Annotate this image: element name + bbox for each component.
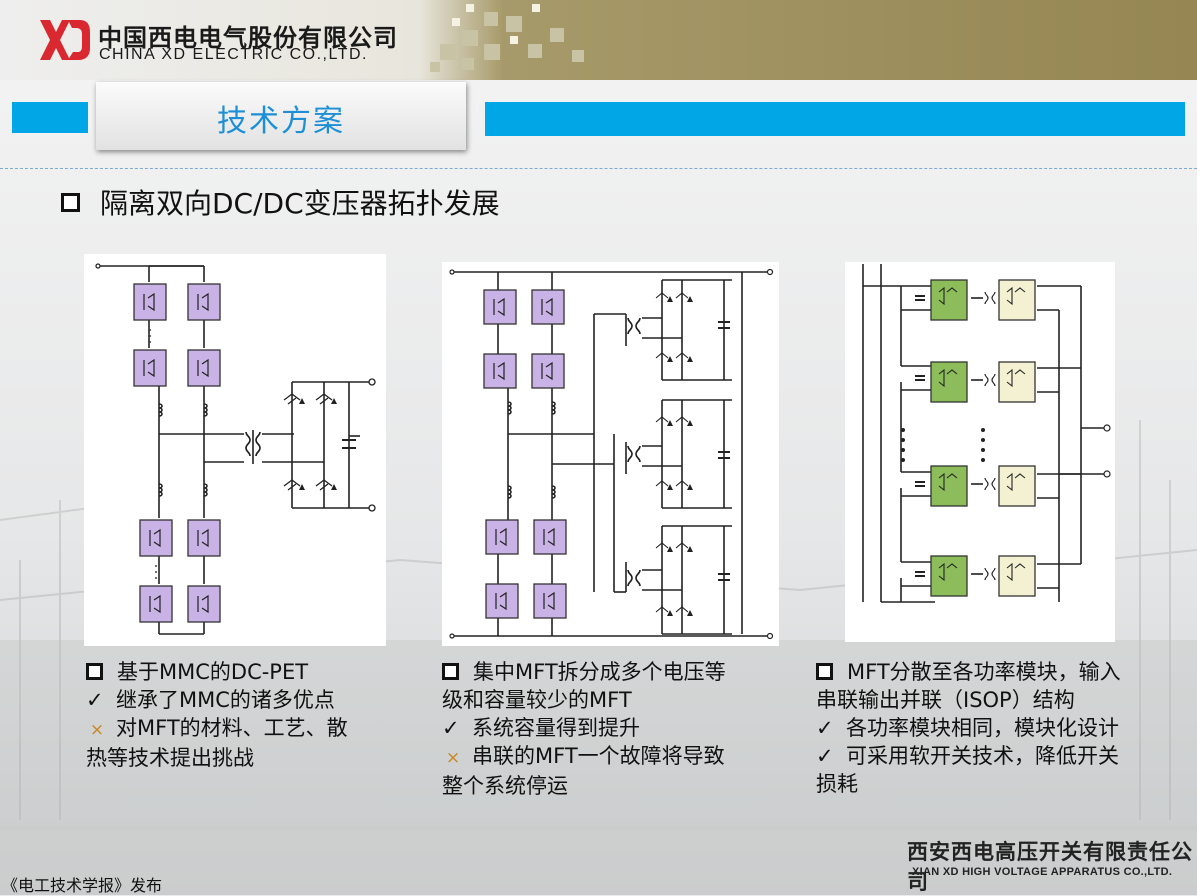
footer-band	[0, 826, 1197, 895]
square-bullet-icon	[61, 192, 80, 212]
description-mmc: 基于MMC的DC-PET ✓继承了MMC的诸多优点 ×对MFT的材料、工艺、散 …	[86, 658, 348, 772]
square-bullet-icon	[442, 662, 459, 680]
desc-line: 损耗	[816, 772, 858, 796]
desc-line: 基于MMC的DC-PET	[86, 658, 348, 686]
desc-line: ×串联的MFT一个故障将导致	[442, 742, 726, 772]
desc-line: ✓各功率模块相同，模块化设计	[816, 716, 1119, 740]
desc-line: MFT分散至各功率模块，输入	[816, 658, 1121, 686]
topology-diagram-isop	[845, 262, 1115, 642]
topology-diagram-split-mft	[442, 262, 779, 646]
check-icon: ✓	[816, 744, 834, 768]
desc-line: 集中MFT拆分成多个电压等	[442, 658, 726, 686]
dotted-divider	[0, 168, 1197, 169]
desc-line: 串联输出并联（ISOP）结构	[816, 688, 1075, 712]
section-heading-text: 隔离双向DC/DC变压器拓扑发展	[100, 187, 500, 220]
square-bullet-icon	[816, 662, 833, 680]
check-icon: ✓	[442, 716, 460, 740]
square-bullet-icon	[86, 662, 103, 680]
title-tab: 技术方案	[96, 82, 466, 150]
section-heading: 隔离双向DC/DC变压器拓扑发展	[61, 182, 500, 222]
footer-company-en: XIAN XD HIGH VOLTAGE APPARATUS CO.,LTD.	[912, 866, 1173, 878]
title-accent-bar-right	[485, 102, 1185, 136]
desc-line: ✓系统容量得到提升	[442, 716, 640, 740]
check-icon: ✓	[816, 716, 834, 740]
check-icon: ✓	[86, 688, 104, 712]
company-name-cn: 中国西电电气股份有限公司	[98, 24, 398, 52]
desc-line: ✓可采用软开关技术，降低开关	[816, 744, 1119, 768]
desc-line: ✓继承了MMC的诸多优点	[86, 688, 335, 712]
desc-line: ×对MFT的材料、工艺、散	[86, 714, 348, 744]
slide-title: 技术方案	[217, 104, 345, 139]
xd-logo	[40, 20, 90, 60]
company-name-en: CHINA XD ELECTRIC CO.,LTD.	[99, 46, 368, 63]
description-split-mft: 集中MFT拆分成多个电压等 级和容量较少的MFT ✓系统容量得到提升 ×串联的M…	[442, 658, 726, 800]
desc-line: 级和容量较少的MFT	[442, 688, 632, 712]
description-isop: MFT分散至各功率模块，输入 串联输出并联（ISOP）结构 ✓各功率模块相同，模…	[816, 658, 1121, 798]
desc-line: 整个系统停运	[442, 774, 568, 798]
cross-icon: ×	[89, 720, 105, 740]
title-accent-bar-left	[12, 102, 88, 133]
desc-line: 热等技术提出挑战	[86, 746, 254, 770]
footer-company-cn: 西安西电高压开关有限责任公司	[907, 840, 1193, 894]
topology-diagram-mmc	[84, 254, 386, 646]
source-caption: 《电工技术学报》发布	[2, 876, 163, 895]
cross-icon: ×	[445, 748, 461, 768]
